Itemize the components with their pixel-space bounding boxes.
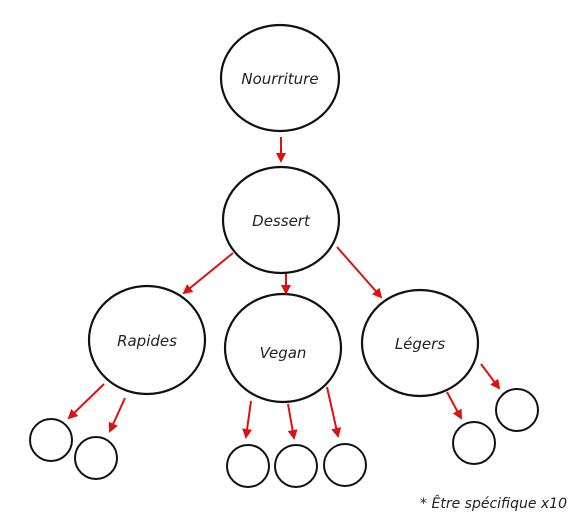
arrow-dessert-rapides: [182, 252, 234, 295]
arrow-vegan-leaf-3: [326, 386, 342, 438]
node-vegan: Vegan: [223, 292, 343, 404]
arrow-legers-leaf-1: [446, 391, 462, 420]
node-dessert: Dessert: [221, 165, 341, 275]
arrow-dessert-legers: [336, 246, 383, 299]
node-nourriture-label: Nourriture: [241, 70, 318, 88]
leaf-circle: [323, 443, 367, 487]
specificity-note: * Être spécifique x10: [420, 496, 567, 512]
leaf-circle: [274, 444, 318, 488]
leaf-circle: [226, 444, 270, 488]
node-nourriture: Nourriture: [219, 23, 341, 133]
arrow-rapides-leaf-1: [67, 383, 105, 420]
node-legers-label: Légers: [395, 335, 446, 353]
leaf-circle: [74, 436, 118, 480]
leaf-circle: [29, 418, 73, 462]
node-rapides: Rapides: [87, 284, 207, 396]
node-rapides-label: Rapides: [117, 332, 177, 350]
arrow-vegan-leaf-2: [287, 403, 298, 440]
node-legers: Légers: [360, 288, 480, 398]
node-dessert-label: Dessert: [252, 212, 311, 230]
arrow-rapides-leaf-2: [108, 397, 126, 433]
leaf-circle: [495, 388, 539, 432]
arrow-vegan-leaf-1: [242, 400, 253, 439]
node-vegan-label: Vegan: [260, 344, 307, 362]
arrow-legers-leaf-2: [480, 363, 501, 390]
leaf-circle: [452, 421, 496, 465]
